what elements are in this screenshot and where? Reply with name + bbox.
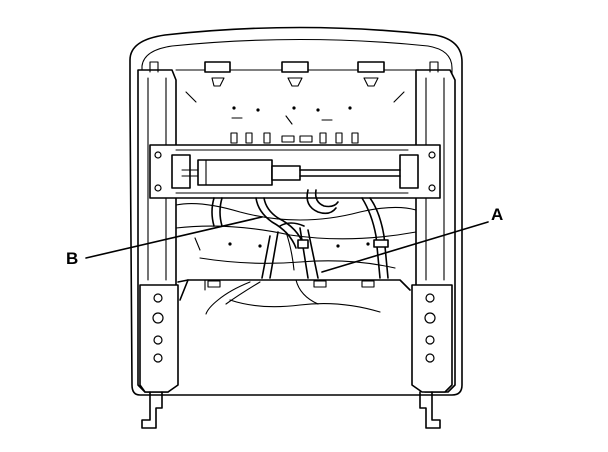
callout-b: B	[66, 216, 263, 268]
left-frame-rail	[137, 61, 179, 429]
callout-b-leader-line	[85, 216, 263, 259]
upper-panel	[175, 61, 417, 144]
callout-a-leader-line	[321, 221, 489, 273]
seat-back-shell	[129, 26, 463, 396]
callout-b-label: B	[66, 249, 78, 268]
right-frame-rail	[411, 61, 456, 429]
callout-a: A	[321, 205, 503, 273]
actuator-motor	[197, 159, 273, 186]
callout-a-label: A	[491, 205, 503, 224]
lower-panel	[175, 203, 417, 313]
lumbar-actuator-assembly	[149, 144, 441, 199]
wire-harness	[205, 189, 389, 315]
